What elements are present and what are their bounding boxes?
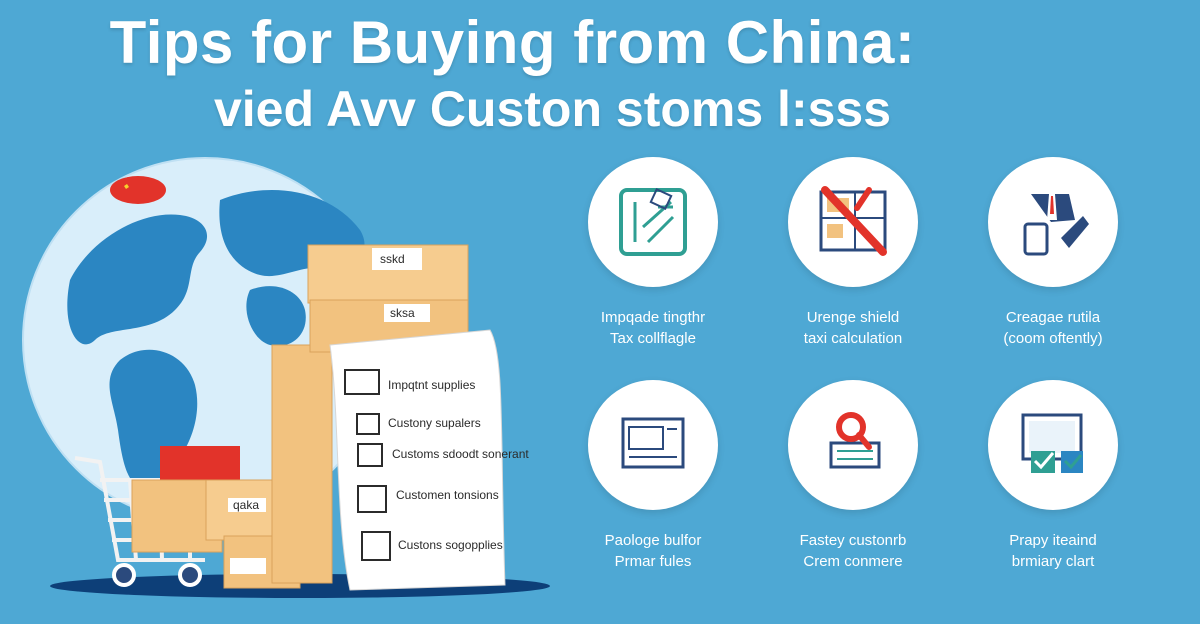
tip-circle — [988, 380, 1118, 510]
tip-circle — [588, 157, 718, 287]
monitor-window-icon — [621, 417, 685, 469]
shipping-illustration: qaka sskd sksa Impqtnt supplies Custony … — [22, 157, 550, 598]
stacked-boxes — [271, 244, 469, 584]
tip-circle — [988, 157, 1118, 287]
checkbox — [357, 443, 383, 467]
page-title: Tips for Buying from China: — [109, 9, 916, 76]
businessperson-phone-icon — [1023, 194, 1089, 256]
checklist-item: Customen tonsions — [396, 488, 499, 502]
map-route-icon — [619, 187, 687, 256]
page-subtitle: vied Avv Custon stoms l:sss — [213, 81, 892, 137]
tip-circle — [588, 380, 718, 510]
checklist-item: Customs sdoodt sonerant — [392, 447, 529, 461]
checklist-item: Custons sogopplies — [398, 538, 503, 552]
china-flag-icon — [110, 176, 166, 204]
checklist-paper — [329, 329, 506, 591]
crossed-document-icon — [819, 186, 887, 256]
box-label: sksa — [390, 306, 415, 320]
checkbox — [344, 369, 380, 395]
checkbox — [356, 413, 380, 435]
screen-check-icon — [1021, 413, 1083, 473]
checklist-item: Impqtnt supplies — [388, 378, 475, 392]
magnifier-form-icon — [829, 412, 881, 469]
tip-circle — [788, 157, 918, 287]
cart-wheel — [112, 563, 136, 587]
checkbox — [357, 485, 387, 513]
box-label: qaka — [233, 498, 259, 512]
cart-wheel — [178, 563, 202, 587]
box-label: sskd — [380, 252, 405, 266]
tip-circle — [788, 380, 918, 510]
checklist-item: Custony supalers — [388, 416, 481, 430]
checkbox — [361, 531, 391, 561]
tip-card: Creagae rutila(coom oftently) — [963, 157, 1143, 349]
red-package — [160, 446, 240, 480]
tip-label: Creagae rutila(coom oftently) — [1003, 309, 1103, 347]
